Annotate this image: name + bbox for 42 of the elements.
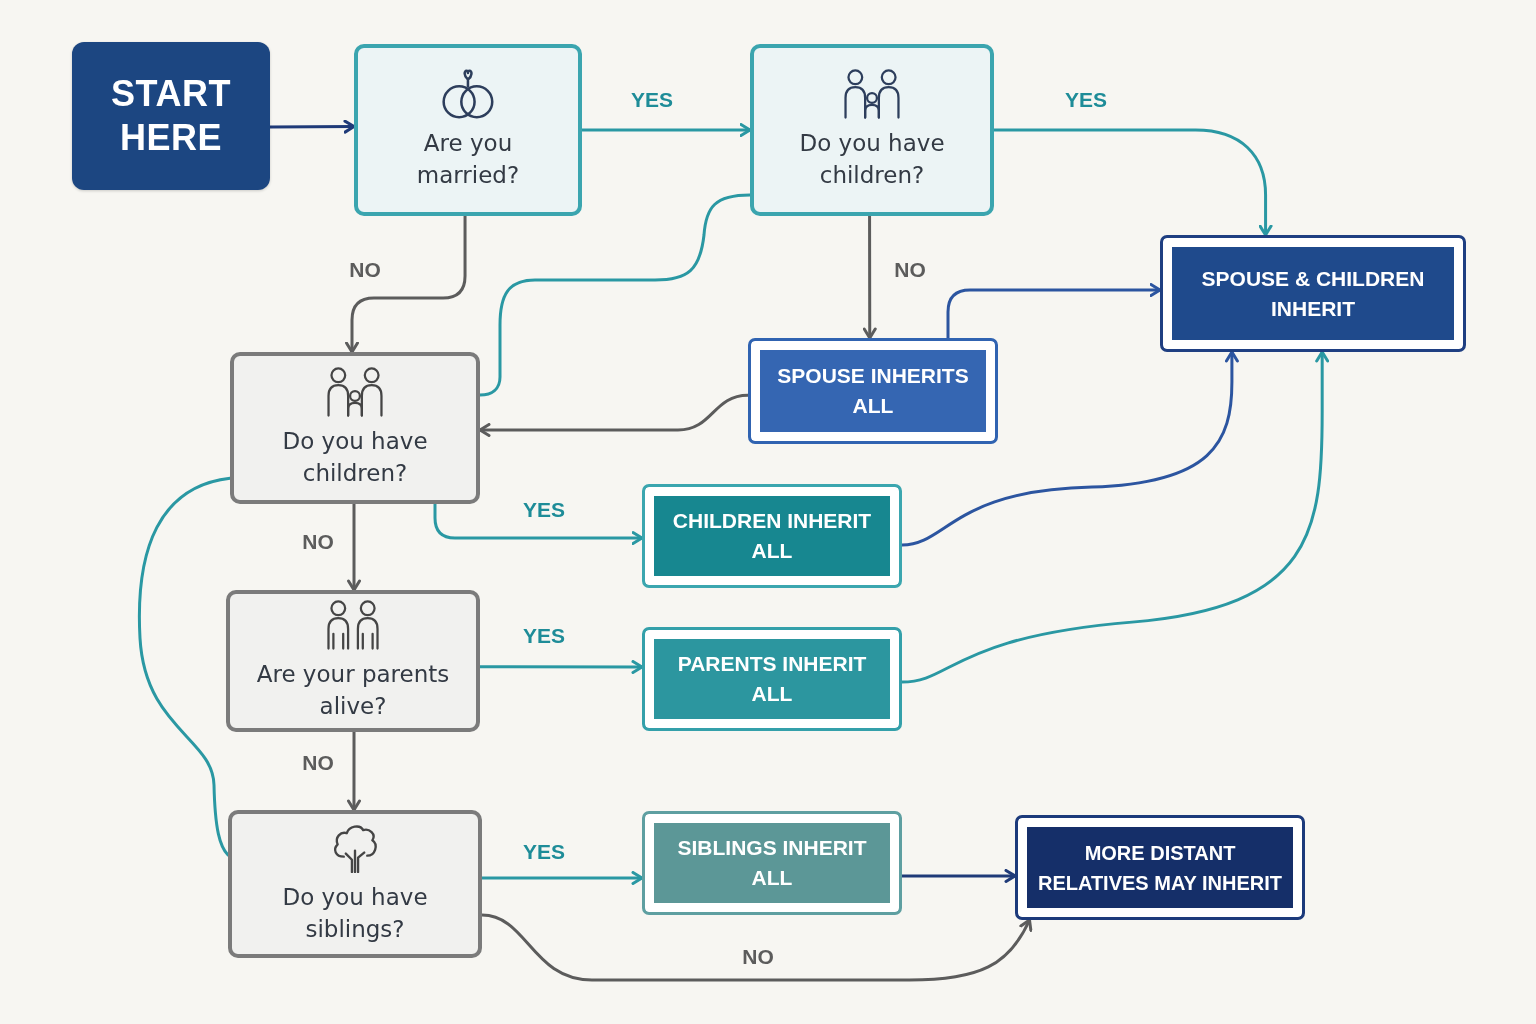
outcome-text: MORE DISTANT RELATIVES MAY INHERIT [1036, 840, 1284, 896]
outcome-box [1160, 235, 1466, 352]
arrow [345, 214, 467, 354]
arrow [900, 868, 1017, 883]
outcome-text: SPOUSE INHERITS ALL [776, 363, 970, 419]
question-text: Are your parents alive? [255, 660, 451, 721]
arrow [900, 350, 1330, 684]
question-text: Do you have siblings? [281, 883, 429, 944]
arrow [347, 730, 361, 812]
outcome-box [642, 484, 902, 588]
question-text: Do you have children? [798, 129, 946, 190]
arrow [580, 123, 752, 137]
arrow [946, 283, 1162, 340]
outcome-box [642, 811, 902, 915]
question-box [230, 352, 480, 504]
connector-line [137, 476, 232, 857]
question-box [228, 810, 482, 958]
question-text: Are you married? [415, 129, 521, 190]
question-box [226, 590, 480, 732]
question-box [354, 44, 582, 216]
arrow [480, 871, 644, 885]
outcome-text: SPOUSE & CHILDREN INHERIT [1200, 265, 1426, 322]
start-box [72, 42, 270, 190]
arrow [862, 214, 877, 340]
question-text: Do you have children? [281, 427, 429, 488]
question-box [750, 44, 994, 216]
outcome-box [1015, 815, 1305, 920]
arrow [268, 119, 356, 134]
outcome-text: PARENTS INHERIT ALL [676, 651, 868, 707]
outcome-text: SIBLINGS INHERIT ALL [676, 835, 868, 891]
arrow [347, 502, 361, 592]
outcome-box [642, 627, 902, 731]
arrow [478, 393, 750, 437]
arrow [992, 128, 1273, 237]
arrow [900, 350, 1239, 547]
outcome-text: CHILDREN INHERIT ALL [671, 508, 873, 564]
start-label: START HERE [110, 72, 232, 160]
arrow [478, 660, 644, 674]
outcome-box [748, 338, 998, 444]
arrow [433, 502, 644, 546]
arrow [480, 913, 1032, 982]
connector-line [478, 193, 752, 397]
